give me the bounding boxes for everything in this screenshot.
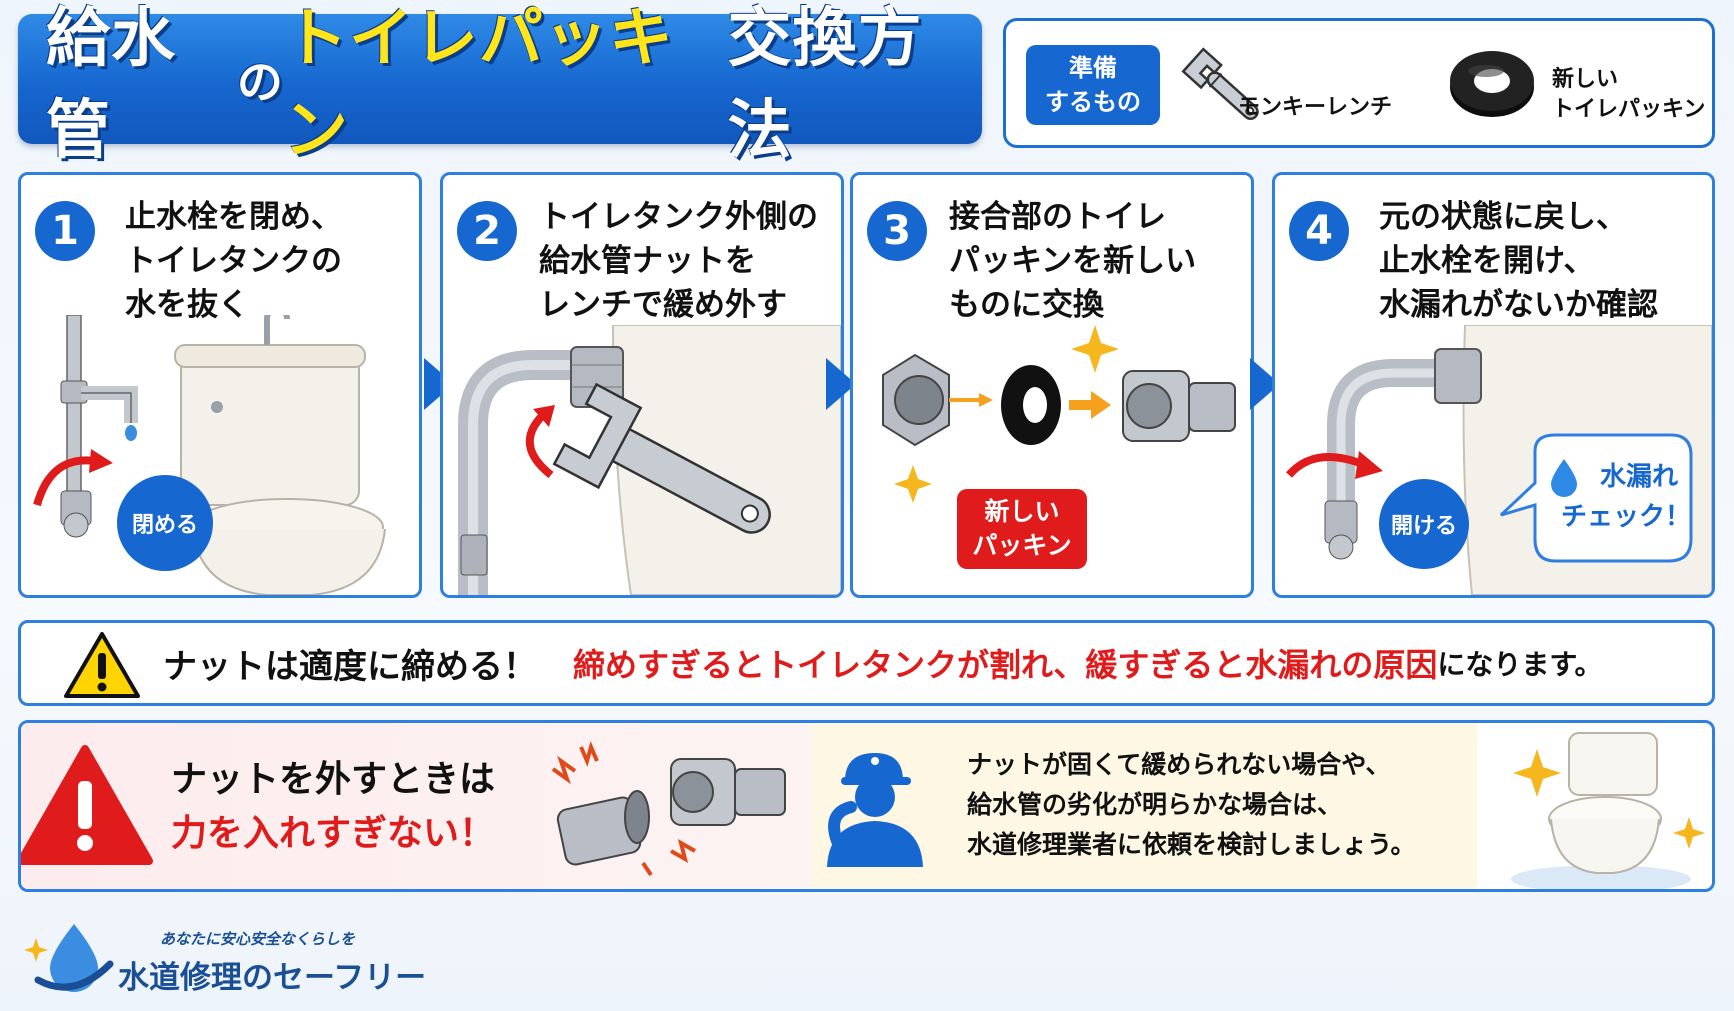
- gasket-label: 新しい トイレパッキン: [1552, 65, 1705, 125]
- advice-line-3: 水道修理業者に依頼を検討しましょう。: [967, 830, 1416, 859]
- step-text-4: 元の状態に戻し、 止水栓を開け、 水漏れがないか確認: [1379, 195, 1709, 327]
- step-4-line-3: 水漏れがないか確認: [1379, 287, 1658, 323]
- preparation-badge-line-1: 準備: [1069, 54, 1117, 82]
- water-drop-icon: [1551, 459, 1577, 497]
- new-gasket-badge-line-2: パッキン: [972, 531, 1072, 560]
- step-1-line-3: 水を抜く: [125, 287, 249, 323]
- tighten-warning-strip: ナットは適度に締める！ 締めすぎるとトイレタンクが割れ、緩すぎると水漏れの原因 …: [18, 620, 1715, 706]
- page-title: 給水管 の トイレパッキン 交換方法: [18, 2, 982, 168]
- title-part-3: トイレパッキン: [283, 2, 674, 168]
- preparation-badge: 準備 するもの: [1026, 45, 1160, 125]
- open-valve-badge: 開ける: [1379, 479, 1469, 569]
- tighten-warning-main: ナットは適度に締める！: [163, 646, 537, 687]
- worker-icon: [827, 753, 923, 867]
- title-part-4: 交換方法: [727, 2, 923, 168]
- gasket-icon: [1450, 51, 1534, 117]
- monkey-wrench-icon: [1181, 47, 1259, 121]
- step-3-line-1: 接合部のトイレ: [949, 199, 1166, 235]
- step-number-1: 1: [35, 201, 95, 261]
- toilet-valve-illustration: [33, 315, 386, 595]
- tighten-warning-red: 締めすぎるとトイレタンクが割れ、緩すぎると水漏れの原因: [573, 646, 1438, 684]
- caution-line-1: ナットを外すときは: [171, 759, 496, 800]
- advice-line-2: 給水管の劣化が明らかな場合は、: [967, 790, 1343, 819]
- preparation-box: 準備 するもの モンキーレンチ 新しい トイレパッキン: [1003, 18, 1715, 148]
- step-2-line-2: 給水管ナットを: [539, 243, 756, 279]
- step-card-2: 2 トイレタンク外側の 給水管ナットを レンチで緩め外す: [440, 172, 844, 598]
- step-card-3: 3 接合部のトイレ パッキンを新しい ものに交換 新しい パッキン: [850, 172, 1254, 598]
- step-text-3: 接合部のトイレ パッキンを新しい ものに交換: [949, 195, 1251, 327]
- step-number-2: 2: [457, 201, 517, 261]
- step-number-4: 4: [1289, 201, 1349, 261]
- gasket-exchange-illustration: [882, 325, 1236, 503]
- new-gasket-badge-line-1: 新しい: [984, 497, 1060, 526]
- step-text-1: 止水栓を閉め、 トイレタンクの 水を抜く: [125, 195, 419, 327]
- title-part-1: 給水管: [46, 2, 176, 168]
- advice-line-1: ナットが固くて緩められない場合や、: [967, 750, 1391, 779]
- step-2-line-1: トイレタンク外側の: [539, 199, 818, 235]
- company-logo-icon: [24, 924, 114, 992]
- wrench-nut-illustration: [458, 325, 841, 595]
- speech-bubble-shape: [1499, 433, 1693, 563]
- gasket-label-line-2: トイレパッキン: [1552, 97, 1706, 122]
- wrench-label: モンキーレンチ: [1238, 95, 1393, 120]
- clean-toilet-illustration: [1511, 732, 1705, 889]
- preparation-badge-line-2: するもの: [1045, 88, 1141, 116]
- step-2-line-3: レンチで緩め外す: [539, 287, 787, 323]
- leak-check-line-2: チェック！: [1561, 502, 1692, 532]
- step-4-line-1: 元の状態に戻し、: [1379, 199, 1627, 235]
- leak-check-bubble: 水漏れ チェック！: [1561, 457, 1691, 537]
- step-1-line-1: 止水栓を閉め、: [125, 199, 342, 235]
- step-3-line-2: パッキンを新しい: [949, 243, 1197, 279]
- step-1-line-2: トイレタンクの: [125, 243, 342, 279]
- nut-fitting-illustration: [551, 741, 786, 877]
- bottom-advice-panel: ナットを外すときは 力を入れすぎない！ ナットが固: [18, 720, 1715, 892]
- title-part-2: の: [236, 55, 284, 109]
- gasket-label-line-1: 新しい: [1552, 67, 1619, 92]
- advice-text: ナットが固くて緩められない場合や、 給水管の劣化が明らかな場合は、 水道修理業者…: [967, 745, 1416, 865]
- tighten-warning-tail: になります。: [1437, 648, 1603, 681]
- close-valve-badge: 閉める: [117, 475, 213, 571]
- footer-brand: 水道修理のセーフリー: [118, 960, 427, 996]
- step-number-3: 3: [867, 201, 927, 261]
- step-4-line-2: 止水栓を開け、: [1379, 243, 1595, 279]
- caution-text: ナットを外すときは 力を入れすぎない！: [171, 753, 495, 861]
- tighten-warning-text: ナットは適度に締める！ 締めすぎるとトイレタンクが割れ、緩すぎると水漏れの原因 …: [163, 623, 1603, 703]
- advice-area: ナットが固くて緩められない場合や、 給水管の劣化が明らかな場合は、 水道修理業者…: [811, 723, 1477, 889]
- warning-triangle-icon: [64, 632, 140, 698]
- step-card-4: 4 元の状態に戻し、 止水栓を開け、 水漏れがないか確認 開ける 水漏れ チェッ…: [1272, 172, 1715, 598]
- caution-line-2: 力を入れすぎない！: [171, 813, 496, 854]
- caution-triangle-icon: [21, 745, 153, 865]
- step-card-1: 1 止水栓を閉め、 トイレタンクの 水を抜く 閉める: [18, 172, 422, 598]
- leak-check-line-1: 水漏れ: [1599, 462, 1678, 492]
- step-3-line-3: ものに交換: [949, 287, 1104, 323]
- step-text-2: トイレタンク外側の 給水管ナットを レンチで緩め外す: [539, 195, 841, 327]
- caution-area: ナットを外すときは 力を入れすぎない！: [21, 723, 811, 889]
- footer-tagline: あなたに安心安全なくらしを: [160, 930, 356, 948]
- new-gasket-badge: 新しい パッキン: [957, 489, 1087, 569]
